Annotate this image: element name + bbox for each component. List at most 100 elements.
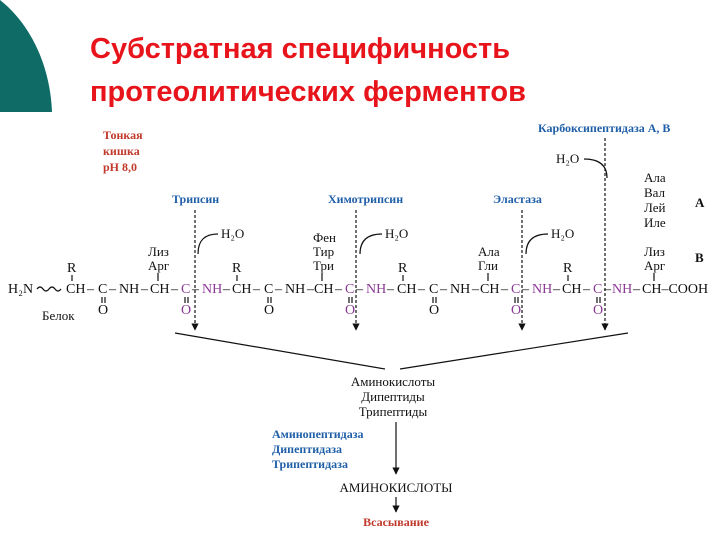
residue-chymotrypsin-1: Фен xyxy=(313,230,336,245)
chain-o-cleave-2: O xyxy=(345,303,355,318)
residue-carboxy-a-2: Вал xyxy=(644,185,666,200)
chain-r-3: R xyxy=(398,261,408,276)
chain-o-cleave-3: O xyxy=(511,303,521,318)
chain-nh-3: NH xyxy=(450,282,470,297)
residue-carboxy-a-3: Лей xyxy=(644,200,665,215)
chain-o-cleave-1: O xyxy=(181,303,191,318)
peptide-chain: H₂N R R R R CH – C – NH – CH – C – NH – … xyxy=(8,261,708,323)
water-arrow-chymotrypsin xyxy=(359,233,383,255)
brush-enzyme-2: Дипептидаза xyxy=(272,442,342,456)
chain-c-cleave-3: C xyxy=(511,282,520,297)
chain-dash-9: – xyxy=(306,282,315,297)
product-line-1: Аминокислоты xyxy=(351,374,436,389)
water-arrow-carboxypeptidase xyxy=(583,158,608,179)
chain-dash-14: – xyxy=(439,282,448,297)
enzyme-carboxypeptidase-label: Карбоксипептидаза А, В xyxy=(538,121,670,135)
chain-o-cleave-4: O xyxy=(593,303,603,318)
chain-dash-15: – xyxy=(471,282,480,297)
chain-nh-cleave-2: NH xyxy=(366,282,386,297)
chain-dash-5: – xyxy=(191,282,200,297)
residue-elastase-2: Гли xyxy=(478,258,498,273)
chain-dash-8: – xyxy=(274,282,283,297)
chain-nh-2: NH xyxy=(285,282,305,297)
chain-c-cleave-2: C xyxy=(345,282,354,297)
title-line-2: протеолитических ферментов xyxy=(90,76,526,108)
final-product-label: АМИНОКИСЛОТЫ xyxy=(339,480,452,495)
chain-n-terminus: H₂N xyxy=(8,282,33,297)
chain-dash-6: – xyxy=(222,282,231,297)
chain-dash-19: – xyxy=(582,282,591,297)
chain-dash-1: – xyxy=(86,282,95,297)
chain-dash-2: – xyxy=(108,282,117,297)
enzyme-trypsin-label: Трипсин xyxy=(172,192,219,206)
chain-dash-7: – xyxy=(252,282,261,297)
enzyme-chymotrypsin-label: Химотрипсин xyxy=(328,192,403,206)
carboxy-label-a: А xyxy=(695,195,705,210)
chain-r-1: R xyxy=(67,261,77,276)
residue-trypsin-2: Арг xyxy=(148,258,169,273)
chain-c-3: C xyxy=(429,282,438,297)
water-label-carboxypeptidase: H₂O xyxy=(556,151,579,166)
chain-ch-1: CH xyxy=(66,282,85,297)
product-line-3: Трипептиды xyxy=(359,404,428,419)
chain-dash-21: – xyxy=(632,282,641,297)
chain-dash-12: – xyxy=(386,282,395,297)
residue-chymotrypsin-3: Три xyxy=(313,258,334,273)
chain-c-1: C xyxy=(98,282,107,297)
water-arrow-elastase xyxy=(525,233,549,255)
chain-r-2: R xyxy=(232,261,242,276)
chain-ch-4: CH xyxy=(314,282,333,297)
chain-ch-3: CH xyxy=(232,282,251,297)
chain-dash-3: – xyxy=(140,282,149,297)
title-line-1: Субстратная специфичность xyxy=(90,33,510,65)
funnel-left-line xyxy=(174,332,386,370)
chain-c-terminus: CH–COOH xyxy=(642,282,708,297)
product-line-2: Дипептиды xyxy=(361,389,425,404)
chain-wavy-bond xyxy=(36,286,62,292)
chain-dash-10: – xyxy=(334,282,343,297)
condition-line-3: pH 8,0 xyxy=(103,160,137,174)
teal-decoration xyxy=(0,0,52,112)
residue-carboxy-b-2: Арг xyxy=(644,258,665,273)
chain-o-2: O xyxy=(264,303,274,318)
chain-dash-20: – xyxy=(603,282,612,297)
chain-dash-11: – xyxy=(355,282,364,297)
residue-carboxy-a-1: Ала xyxy=(644,170,666,185)
chain-o-1: O xyxy=(98,303,108,318)
condition-line-2: кишка xyxy=(103,144,140,158)
chain-nh-cleave-4: NH xyxy=(612,282,632,297)
absorption-label: Всасывание xyxy=(363,515,429,529)
residue-trypsin-1: Лиз xyxy=(148,244,169,259)
chain-nh-1: NH xyxy=(119,282,139,297)
carbonyl-groups xyxy=(101,297,601,303)
chain-r-4: R xyxy=(563,261,573,276)
chain-c-cleave-4: C xyxy=(593,282,602,297)
chain-ch-2: CH xyxy=(150,282,169,297)
residue-carboxy-b-1: Лиз xyxy=(644,244,665,259)
funnel-right-line xyxy=(399,332,629,370)
water-label-chymotrypsin: H₂O xyxy=(385,226,408,241)
chain-dash-17: – xyxy=(521,282,530,297)
water-arrow-trypsin xyxy=(197,233,219,255)
residue-elastase-1: Ала xyxy=(478,244,500,259)
chain-ch-5: CH xyxy=(397,282,416,297)
enzyme-elastase-label: Эластаза xyxy=(493,192,542,206)
chain-dash-13: – xyxy=(417,282,426,297)
chain-nh-cleave-3: NH xyxy=(532,282,552,297)
chain-dash-4: – xyxy=(170,282,179,297)
residue-carboxy-a-4: Иле xyxy=(644,215,666,230)
chain-c-cleave-1: C xyxy=(181,282,190,297)
chain-nh-cleave-1: NH xyxy=(202,282,222,297)
residue-chymotrypsin-2: Тир xyxy=(313,244,334,259)
condition-line-1: Тонкая xyxy=(103,128,143,142)
chain-c-2: C xyxy=(264,282,273,297)
chain-dash-16: – xyxy=(500,282,509,297)
chain-ch-6: CH xyxy=(480,282,499,297)
carboxy-label-b: В xyxy=(695,250,704,265)
chain-o-3: O xyxy=(429,303,439,318)
protein-label: Белок xyxy=(42,308,75,323)
water-label-elastase: H₂O xyxy=(551,226,574,241)
brush-enzyme-1: Аминопептидаза xyxy=(272,427,364,441)
chain-dash-18: – xyxy=(552,282,561,297)
